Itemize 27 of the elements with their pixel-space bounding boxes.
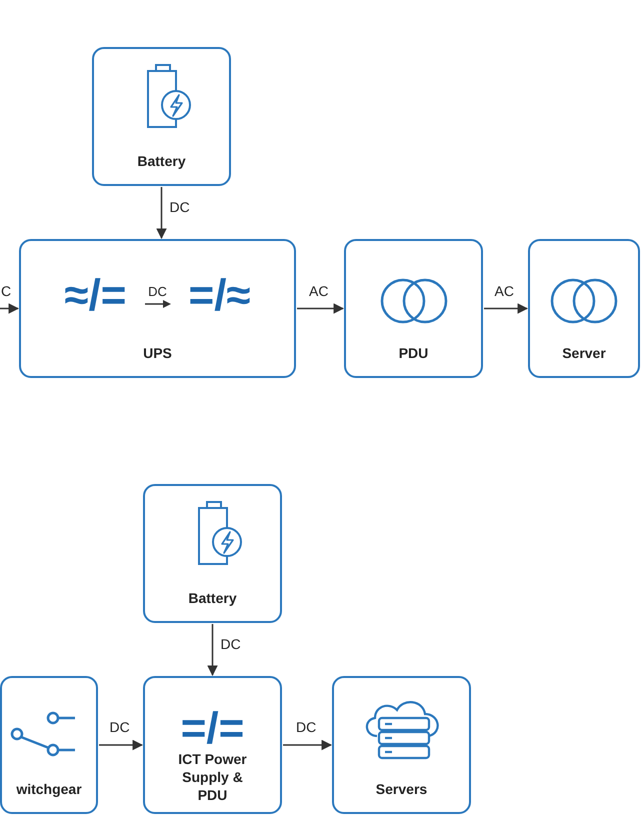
edge-label: DC — [295, 719, 318, 735]
box-label: Battery — [188, 589, 237, 607]
component-box — [92, 47, 231, 186]
component-box — [19, 239, 296, 378]
box-label: Server — [562, 344, 606, 362]
conversion-symbol: ≈/= — [64, 271, 126, 321]
arrow — [0, 303, 20, 314]
box-label: witchgear — [16, 780, 82, 798]
component-box — [528, 239, 640, 378]
arrow — [156, 187, 167, 240]
arrow — [484, 303, 528, 314]
box-label: Servers — [376, 780, 428, 798]
conversion-symbol: =/≈ — [188, 271, 251, 321]
component-box — [143, 676, 282, 814]
component-box — [344, 239, 483, 378]
step-label: DC — [148, 284, 167, 298]
edge-label: DC — [108, 719, 131, 735]
arrow — [99, 740, 144, 750]
arrow — [207, 624, 218, 676]
box-label: Battery — [137, 152, 186, 170]
box-label: PDU — [398, 344, 428, 362]
arrow — [297, 303, 344, 314]
box-label: UPS — [143, 344, 172, 362]
component-box — [332, 676, 471, 814]
component-box — [0, 676, 98, 814]
component-box — [143, 484, 282, 623]
arrow — [283, 740, 332, 750]
